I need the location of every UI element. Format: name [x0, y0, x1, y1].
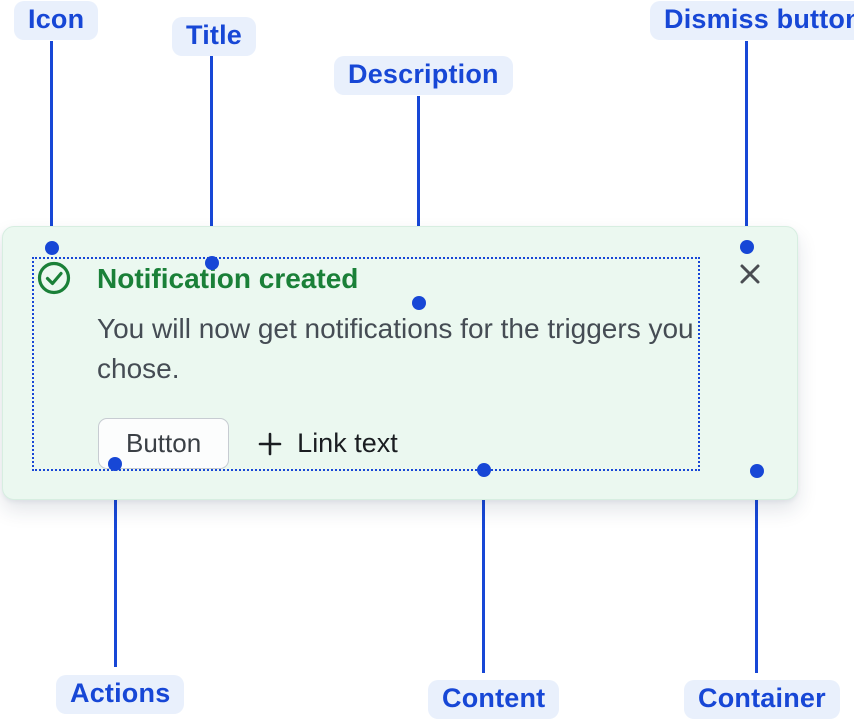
connector-dot-container	[750, 464, 764, 478]
plus-icon	[258, 432, 282, 455]
annotation-label-content: Content	[428, 680, 560, 719]
annotation-label-dismiss-button: Dismiss button	[650, 1, 854, 40]
annotation-label-actions: Actions	[56, 675, 185, 714]
annotation-label-description: Description	[334, 56, 513, 95]
flag-link-label: Link text	[297, 428, 398, 458]
dismiss-button[interactable]	[730, 254, 770, 294]
connector-line-icon	[50, 41, 53, 248]
connector-dot-dismiss	[740, 240, 754, 254]
flag-title: Notification created	[97, 263, 359, 294]
flag-description: You will now get notifications for the t…	[97, 313, 694, 384]
close-icon	[740, 264, 760, 284]
content-area-outline	[32, 257, 700, 471]
notification-flag-container: Notification created You will now get no…	[2, 226, 798, 500]
connector-dot-actions	[108, 457, 122, 471]
connector-line-container	[755, 471, 758, 673]
connector-line-content	[482, 470, 485, 673]
connector-dot-title	[205, 256, 219, 270]
annotation-label-icon: Icon	[14, 1, 99, 40]
flag-action-link[interactable]: Link text	[256, 428, 398, 459]
connector-dot-description	[412, 296, 426, 310]
success-check-icon	[37, 261, 71, 295]
connector-dot-icon	[45, 241, 59, 255]
connector-dot-content	[477, 463, 491, 477]
connector-line-actions	[114, 464, 117, 667]
connector-line-dismiss	[745, 41, 748, 247]
flag-actions-row: Button Link text	[98, 418, 398, 469]
connector-line-title	[210, 56, 213, 263]
connector-line-description	[417, 96, 420, 303]
annotation-label-container: Container	[684, 680, 840, 719]
annotation-label-title: Title	[172, 17, 257, 56]
